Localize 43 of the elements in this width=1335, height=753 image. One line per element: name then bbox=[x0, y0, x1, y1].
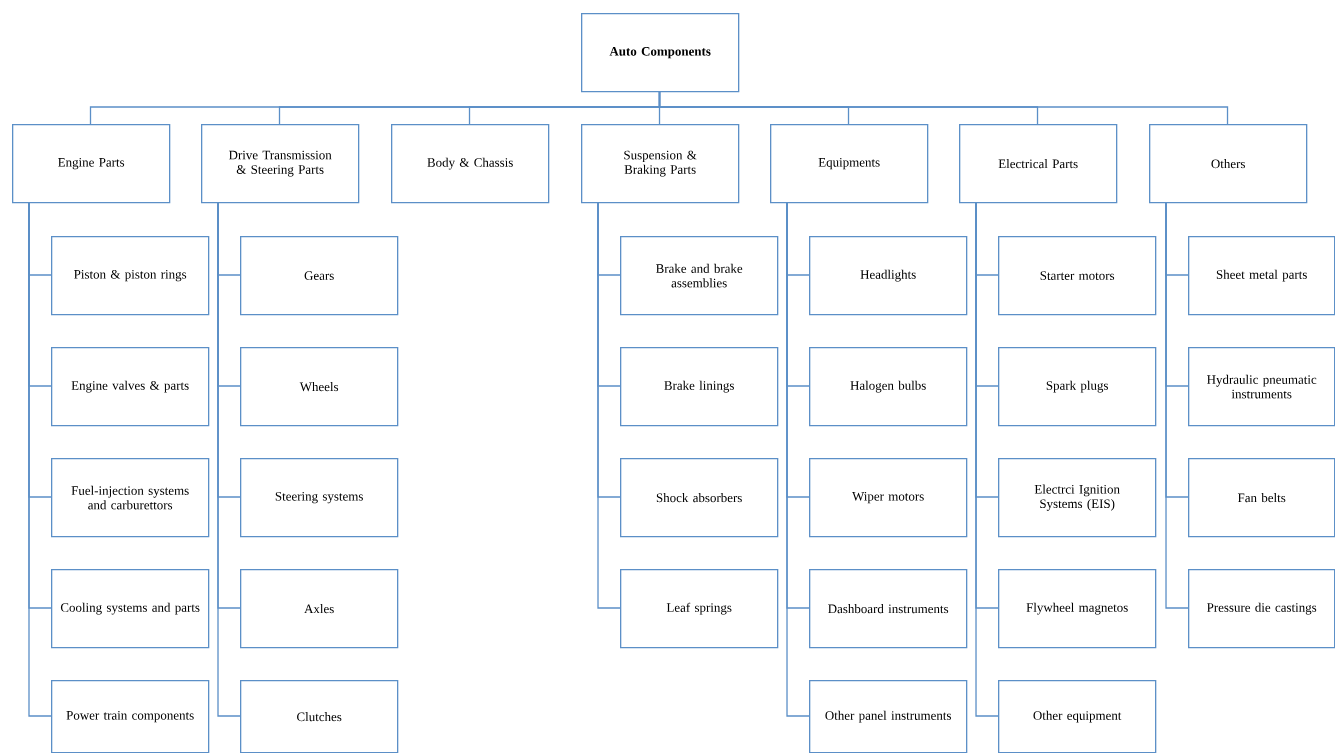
item-box: Gears bbox=[240, 236, 399, 316]
item-box: Headlights bbox=[809, 236, 968, 316]
item-box: Engine valves & parts bbox=[51, 347, 210, 427]
item-box: Dashboard instruments bbox=[809, 569, 968, 649]
item-box: Brake and brake assemblies bbox=[620, 236, 779, 316]
item-box: Piston & piston rings bbox=[51, 236, 210, 316]
item-box: Leaf springs bbox=[620, 569, 779, 649]
category-box: Equipments bbox=[770, 124, 929, 204]
item-box: Hydraulic pneumatic instruments bbox=[1188, 347, 1335, 427]
item-box: Fan belts bbox=[1188, 458, 1335, 538]
item-box: Electrci Ignition Systems (EIS) bbox=[998, 458, 1157, 538]
connector bbox=[597, 201, 621, 609]
category-box: Body & Chassis bbox=[391, 124, 550, 204]
connector bbox=[975, 201, 999, 717]
item-box: Spark plugs bbox=[998, 347, 1157, 427]
category-box: Suspension & Braking Parts bbox=[581, 124, 740, 204]
item-box: Wheels bbox=[240, 347, 399, 427]
item-box: Halogen bulbs bbox=[809, 347, 968, 427]
item-box: Other equipment bbox=[998, 680, 1157, 753]
connector bbox=[1165, 201, 1189, 609]
item-box: Sheet metal parts bbox=[1188, 236, 1335, 316]
item-box: Other panel instruments bbox=[809, 680, 968, 753]
item-box: Shock absorbers bbox=[620, 458, 779, 538]
category-box: Electrical Parts bbox=[959, 124, 1118, 204]
item-box: Flywheel magnetos bbox=[998, 569, 1157, 649]
item-box: Pressure die castings bbox=[1188, 569, 1335, 649]
item-box: Wiper motors bbox=[809, 458, 968, 538]
category-box: Engine Parts bbox=[12, 124, 171, 204]
connector bbox=[786, 201, 810, 717]
connector bbox=[658, 90, 1229, 125]
connector bbox=[217, 201, 241, 717]
category-box: Drive Transmission & Steering Parts bbox=[201, 124, 360, 204]
item-box: Power train components bbox=[51, 680, 210, 753]
item-box: Steering systems bbox=[240, 458, 399, 538]
item-box: Clutches bbox=[240, 680, 399, 753]
category-box: Others bbox=[1149, 124, 1308, 204]
item-box: Cooling systems and parts bbox=[51, 569, 210, 649]
item-box: Fuel-injection systems and carburettors bbox=[51, 458, 210, 538]
connector bbox=[28, 201, 52, 717]
item-box: Axles bbox=[240, 569, 399, 649]
item-box: Starter motors bbox=[998, 236, 1157, 316]
item-box: Brake linings bbox=[620, 347, 779, 427]
title-box: Auto Components bbox=[581, 13, 740, 93]
